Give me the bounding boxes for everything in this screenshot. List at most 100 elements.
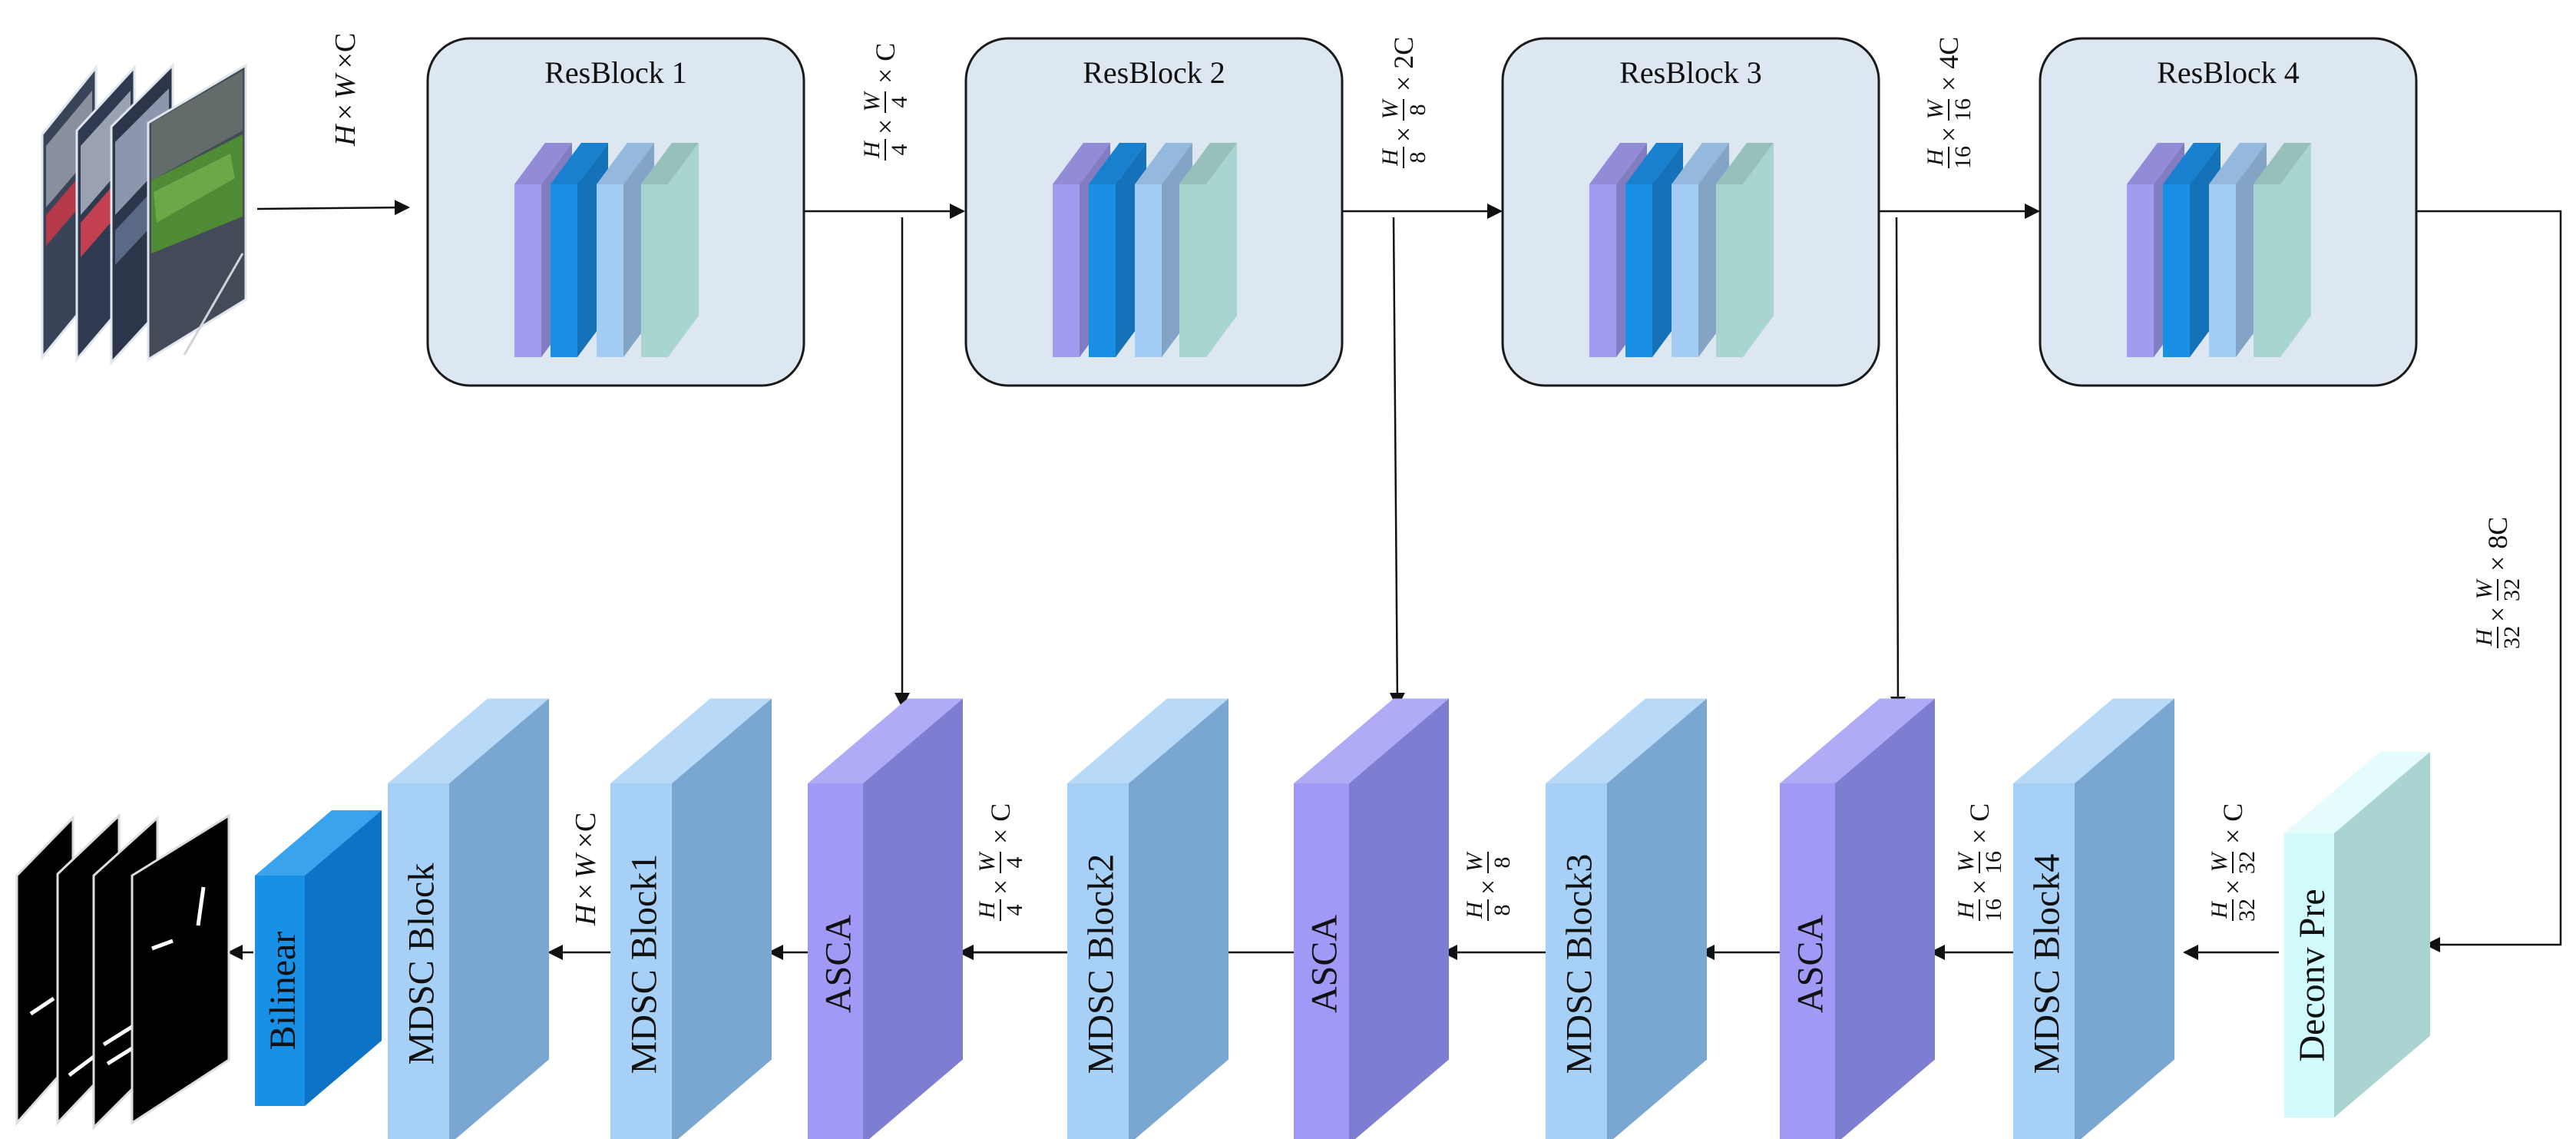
encoder-arrows xyxy=(256,200,2562,952)
svg-text:8: 8 xyxy=(1405,152,1430,164)
svg-text:W: W xyxy=(2207,851,2232,872)
svg-text:×: × xyxy=(2217,879,2248,895)
asca-block-3: ASCA xyxy=(1780,698,1935,1139)
svg-text:8: 8 xyxy=(1405,104,1430,116)
mdsc-block-label: MDSC Block xyxy=(402,863,442,1065)
svg-text:32: 32 xyxy=(2234,851,2260,874)
svg-text:H: H xyxy=(1377,147,1403,167)
svg-text:×: × xyxy=(870,119,901,134)
svg-text:W: W xyxy=(974,851,1000,872)
mdsc-block3-label: MDSC Block3 xyxy=(1559,854,1600,1074)
svg-text:×: × xyxy=(1473,879,1503,895)
svg-text:16: 16 xyxy=(1950,146,1976,169)
svg-text:16: 16 xyxy=(1950,98,1976,121)
resblocks: ResBlock 1 ResBlock 2 ResBlock 3 ResBlock 4 xyxy=(426,37,2418,387)
resblock-title: ResBlock 2 xyxy=(1083,55,1225,90)
bilinear-block: Bilinear xyxy=(255,810,382,1106)
mdsc-block4-label: MDSC Block4 xyxy=(2027,854,2068,1074)
bilinear-block-label: Bilinear xyxy=(263,932,303,1051)
mdsc-block: MDSC Block xyxy=(388,698,549,1139)
svg-text:8: 8 xyxy=(1490,857,1515,869)
arrow-input-to-resblock1 xyxy=(256,200,410,216)
resblock-1: ResBlock 1 xyxy=(426,37,805,387)
skip-arrow-2 xyxy=(1389,217,1405,708)
decoder-dim-5: H×W×C xyxy=(570,813,602,926)
resblock-layer xyxy=(2127,143,2184,357)
mdsc-block2: MDSC Block2 xyxy=(1067,698,1228,1139)
skip-arrow-3 xyxy=(1890,217,1906,712)
svg-text:W: W xyxy=(1923,98,1948,120)
svg-text:× 4C: × 4C xyxy=(1933,37,1964,91)
svg-text:4: 4 xyxy=(1002,905,1027,916)
asca-block-3-label: ASCA xyxy=(1791,915,1831,1013)
svg-text:×: × xyxy=(1964,879,1995,895)
svg-text:H: H xyxy=(1953,900,1979,919)
asca-block-2: ASCA xyxy=(1294,698,1449,1139)
svg-text:W: W xyxy=(1953,851,1979,872)
svg-text:W: W xyxy=(1462,851,1487,872)
svg-text:×: × xyxy=(1933,127,1964,142)
resblock-layer xyxy=(1716,143,1774,357)
arrow-resblock4-to-deconv xyxy=(2415,210,2562,952)
svg-text:×: × xyxy=(2482,607,2513,622)
svg-text:H: H xyxy=(859,140,885,159)
svg-text:× 8C: × 8C xyxy=(2482,517,2513,571)
output-mask-stack xyxy=(15,813,230,1131)
svg-text:× C: × C xyxy=(1964,803,1995,844)
svg-text:H: H xyxy=(2207,900,2232,919)
input-frame-4 xyxy=(147,63,247,362)
resblock-layer xyxy=(641,143,699,357)
svg-text:4: 4 xyxy=(887,144,912,156)
svg-text:32: 32 xyxy=(2499,578,2525,601)
resblock-layer xyxy=(1179,143,1237,357)
resblock-title: ResBlock 1 xyxy=(544,55,687,90)
svg-text:4: 4 xyxy=(887,97,912,108)
svg-text:W: W xyxy=(859,91,885,112)
svg-text:× C: × C xyxy=(2217,803,2248,844)
asca-block-1: ASCA xyxy=(808,698,963,1139)
input-dimension-label: H×W×C xyxy=(329,33,362,147)
mdsc-block1: MDSC Block1 xyxy=(610,698,772,1139)
svg-text:32: 32 xyxy=(2499,626,2525,649)
svg-text:H×W×C: H×W×C xyxy=(329,33,362,147)
mdsc-block4: MDSC Block4 xyxy=(2013,698,2174,1139)
svg-text:H: H xyxy=(974,900,1000,919)
deconv-pre-block-label: Deconv Pre xyxy=(2292,889,2333,1061)
asca-block-1-label: ASCA xyxy=(818,915,859,1013)
svg-text:H: H xyxy=(1462,900,1487,919)
svg-text:× C: × C xyxy=(870,43,901,84)
asca-block-2-label: ASCA xyxy=(1305,915,1345,1013)
mdsc-block2-label: MDSC Block2 xyxy=(1081,854,1122,1074)
svg-text:W: W xyxy=(1377,98,1403,120)
resblock-4: ResBlock 4 xyxy=(2039,37,2418,387)
svg-text:4: 4 xyxy=(1002,857,1027,869)
svg-text:H: H xyxy=(2472,627,2497,647)
resblock-2: ResBlock 2 xyxy=(964,37,1344,387)
resblock-title: ResBlock 4 xyxy=(2157,55,2300,90)
svg-text:H×W×C: H×W×C xyxy=(570,813,602,926)
svg-text:32: 32 xyxy=(2234,899,2260,922)
svg-text:×: × xyxy=(985,879,1016,895)
svg-text:×: × xyxy=(1388,127,1419,142)
mdsc-block3: MDSC Block3 xyxy=(1546,698,1707,1139)
svg-text:W: W xyxy=(2472,578,2497,600)
input-image-stack xyxy=(41,62,247,366)
resblock-3: ResBlock 3 xyxy=(1501,37,1880,387)
mdsc-block1-label: MDSC Block1 xyxy=(624,854,665,1074)
svg-text:H: H xyxy=(1923,147,1948,167)
svg-text:16: 16 xyxy=(1981,851,2006,874)
svg-text:× C: × C xyxy=(985,803,1016,844)
svg-text:× 2C: × 2C xyxy=(1388,37,1419,91)
deconv-pre-block: Deconv Pre xyxy=(2284,751,2430,1117)
